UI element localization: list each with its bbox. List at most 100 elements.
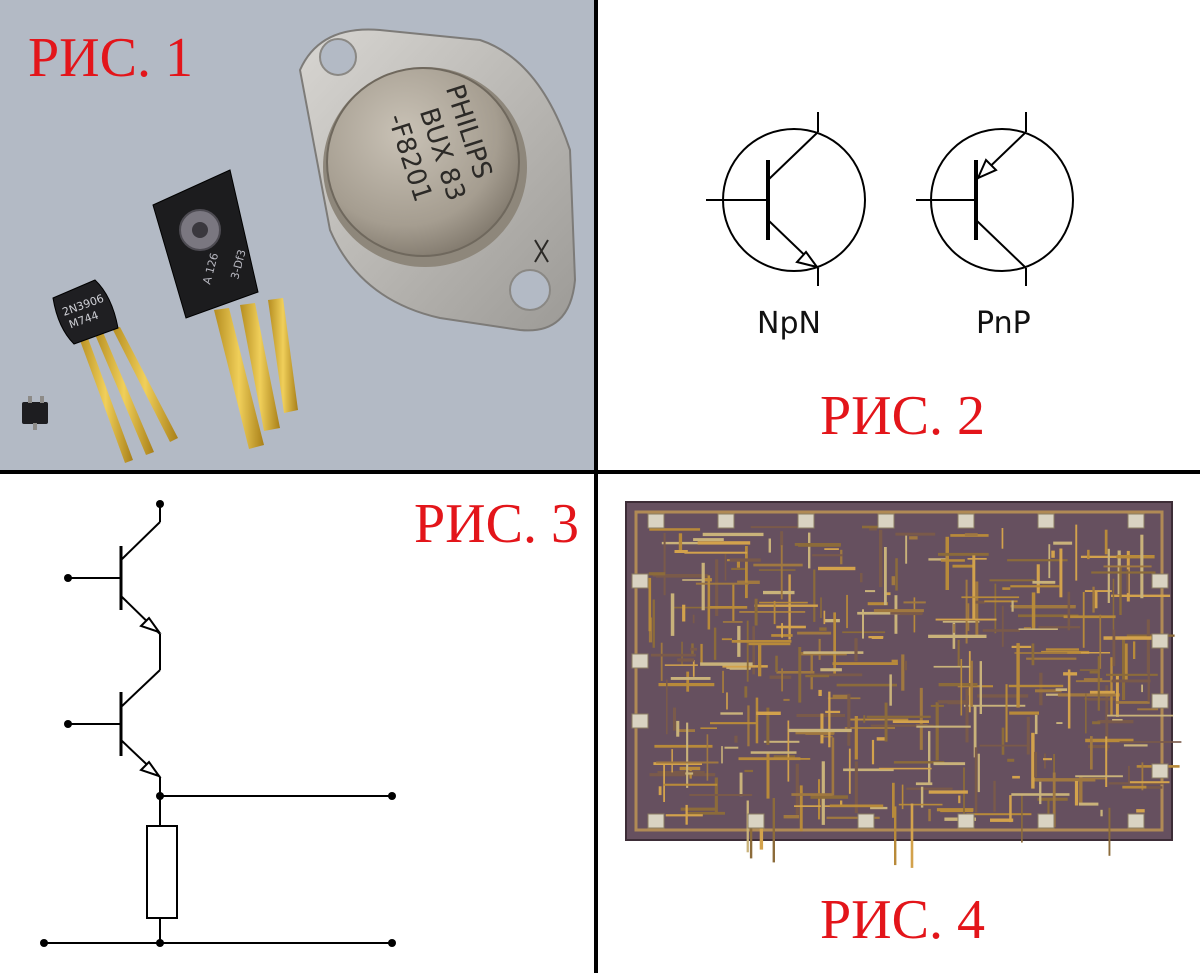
ground-left-terminal-dot	[40, 939, 48, 947]
die-trace	[1038, 626, 1081, 629]
die-trace	[776, 625, 806, 629]
die-trace	[670, 593, 675, 636]
die-trace	[670, 677, 711, 680]
die-trace	[982, 629, 1020, 632]
die-trace	[905, 534, 908, 564]
die-trace	[1075, 524, 1078, 581]
die-trace	[957, 639, 960, 667]
die-trace	[706, 734, 709, 781]
die-trace	[788, 728, 852, 733]
die-trace	[658, 786, 662, 796]
die-trace	[818, 689, 822, 696]
die-trace	[819, 627, 827, 631]
die-trace	[1103, 565, 1152, 568]
bond-pad	[631, 653, 649, 669]
figure-3-label: РИС. 3	[414, 493, 579, 555]
die-trace	[1091, 571, 1156, 574]
die-trace	[963, 704, 1026, 707]
junction-dot	[156, 792, 164, 800]
die-trace	[756, 711, 781, 715]
die-trace	[1080, 555, 1117, 558]
ground-right-terminal-dot	[388, 939, 396, 947]
die-trace	[1126, 634, 1175, 637]
die-trace	[1107, 714, 1174, 717]
die-trace	[1011, 645, 1032, 648]
die-trace	[952, 564, 974, 568]
die-trace	[1011, 600, 1014, 612]
die-trace	[769, 675, 792, 679]
die-trace	[843, 768, 894, 772]
die-trace	[676, 720, 680, 737]
die-trace	[821, 761, 825, 825]
die-trace	[989, 579, 1035, 582]
die-trace	[1107, 548, 1110, 603]
die-trace	[805, 674, 830, 678]
die-trace	[773, 600, 776, 625]
die-trace	[752, 626, 755, 675]
die-trace	[854, 638, 858, 662]
die-trace	[919, 687, 923, 750]
die-trace	[766, 707, 770, 745]
pnp-label: PnP	[976, 306, 1031, 341]
die-trace	[1087, 549, 1090, 560]
die-trace	[846, 594, 848, 629]
die-trace	[827, 697, 861, 700]
die-trace	[891, 659, 898, 663]
die-trace	[965, 579, 968, 644]
die-trace	[938, 552, 989, 556]
to126-transistor: A 126 3-Df3	[152, 169, 298, 449]
die-trace	[1011, 793, 1070, 796]
die-trace	[825, 710, 841, 714]
die-trace	[1122, 785, 1147, 789]
die-trace	[1031, 732, 1035, 789]
die-trace	[665, 814, 703, 817]
die-trace	[750, 751, 797, 754]
die-trace	[702, 578, 712, 582]
bond-pad	[631, 713, 649, 729]
die-trace	[663, 783, 718, 786]
die-trace	[1122, 637, 1126, 700]
die-trace	[648, 572, 666, 576]
die-trace	[1136, 809, 1145, 813]
die-trace	[686, 671, 690, 692]
to92-transistor: 2N3906 M744	[52, 279, 178, 463]
mounting-hole-icon	[509, 269, 551, 311]
die-trace	[840, 549, 843, 565]
die-trace	[884, 592, 891, 596]
die-trace	[755, 697, 759, 744]
die-trace	[968, 651, 971, 713]
die-trace	[680, 807, 716, 811]
transistors-photo: PHILIPS BUX 83 -F8201 A 126 3-Df3 2N3906	[22, 28, 577, 463]
die-trace	[1084, 697, 1119, 700]
die-trace	[773, 755, 795, 758]
die-trace	[1044, 753, 1046, 769]
die-trace	[975, 581, 979, 635]
die-trace	[796, 758, 811, 760]
die-trace	[1031, 778, 1096, 782]
die-trace	[849, 718, 909, 721]
bond-pad	[1127, 813, 1145, 829]
die-trace	[660, 642, 663, 681]
bond-pad	[717, 513, 735, 529]
die-trace	[867, 602, 888, 606]
die-trace	[823, 610, 826, 625]
die-trace	[1023, 627, 1031, 629]
die-trace	[732, 583, 735, 621]
die-trace	[739, 772, 743, 797]
die-trace	[904, 660, 907, 671]
die-trace	[1031, 643, 1035, 666]
die-trace	[958, 795, 961, 804]
die-trace	[781, 668, 783, 692]
die-trace	[654, 744, 713, 748]
die-trace	[928, 634, 987, 638]
die-trace	[933, 762, 966, 766]
die-trace	[1026, 657, 1077, 660]
bond-pad	[857, 813, 875, 829]
q2-base-terminal-dot	[64, 720, 72, 728]
die-trace	[916, 725, 971, 728]
die-trace	[721, 638, 732, 641]
die-trace	[1018, 628, 1058, 630]
bond-pad	[957, 813, 975, 829]
die-trace	[650, 653, 696, 657]
die-trace	[1014, 652, 1068, 654]
